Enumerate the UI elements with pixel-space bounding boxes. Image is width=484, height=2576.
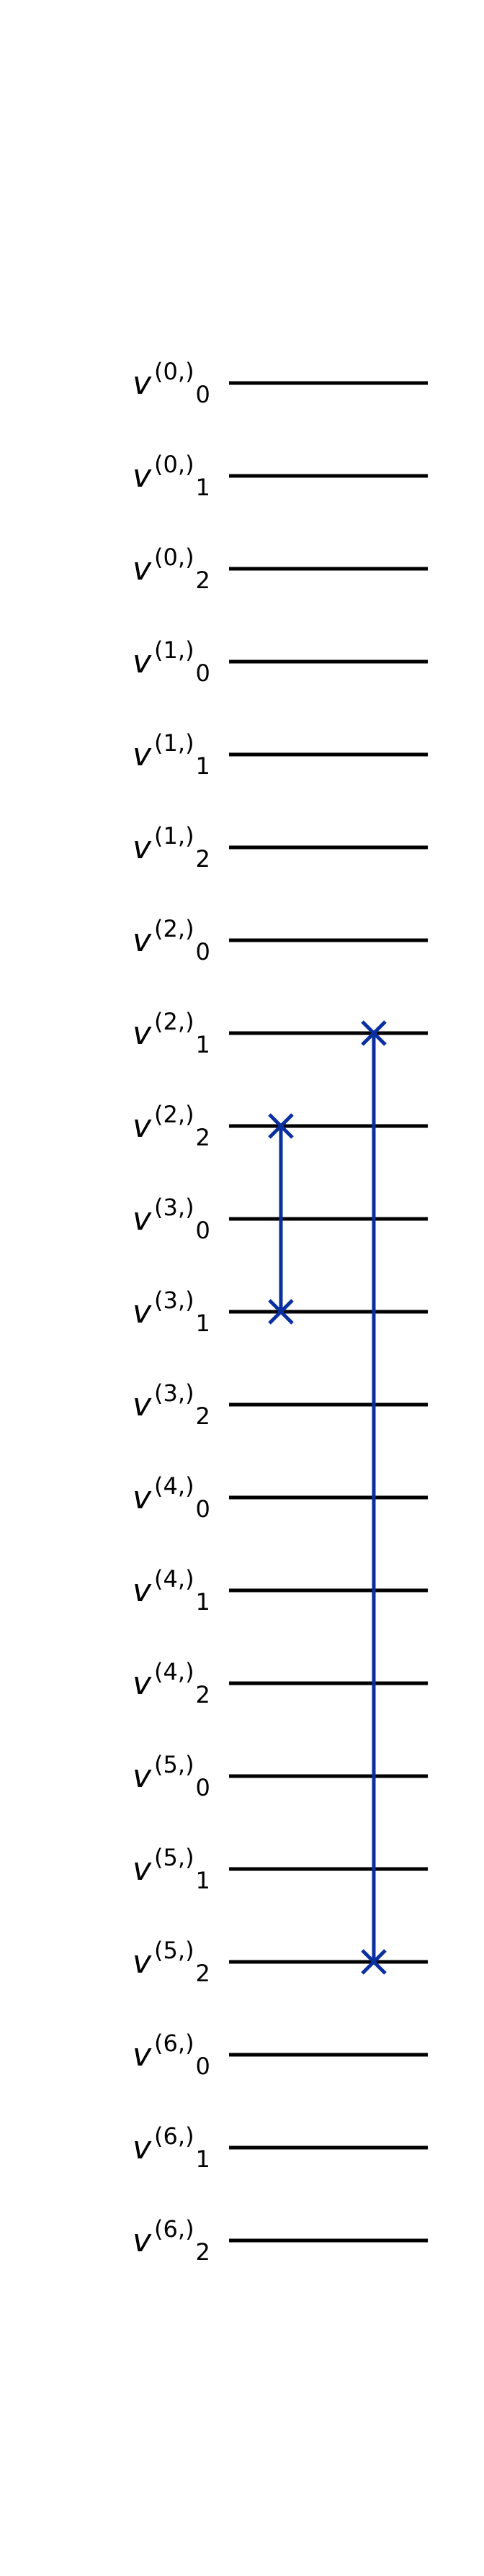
qubit-label-subscript: 0 [196,1217,210,1244]
qubit-label-base: v [133,829,152,866]
qubit-label-base: v [133,365,152,402]
qubit-label: v(3,)0 [133,1194,210,1244]
qubit-label: v(3,)1 [133,1287,210,1337]
qubit-label-subscript: 1 [196,752,210,780]
qubit-label-subscript: 2 [196,1124,210,1151]
qubit-label: v(0,)2 [133,544,210,594]
qubit-label-base: v [133,551,152,587]
qubit-label-subscript: 0 [196,381,210,408]
swap-cross-icon [361,1020,387,1046]
qubit-label-superscript: (2,) [154,915,194,942]
qubit-label-superscript: (6,) [154,2215,194,2243]
qubit-label: v(4,)1 [133,1565,210,1616]
qubit-label-subscript: 0 [196,2053,210,2080]
qubit-label-subscript: 2 [196,845,210,873]
qubit-label: v(5,)2 [133,1937,210,1987]
qubit-label-superscript: (5,) [154,1844,194,1871]
qubit-label-superscript: (4,) [154,1658,194,1685]
qubit-labels: v(0,)0v(0,)1v(0,)2v(1,)0v(1,)1v(1,)2v(2,… [133,358,210,2266]
qubit-label: v(2,)0 [133,915,210,965]
qubit-label-subscript: 1 [196,1867,210,1894]
qubit-label-base: v [133,1851,152,1888]
qubit-label-base: v [133,1665,152,1702]
qubit-label: v(1,)2 [133,822,210,873]
qubit-label: v(5,)1 [133,1844,210,1894]
qubit-label: v(3,)2 [133,1379,210,1430]
qubit-label-subscript: 1 [196,1588,210,1616]
qubit-label-base: v [133,1201,152,1238]
qubit-label: v(0,)0 [133,358,210,408]
qubit-label-base: v [133,644,152,680]
qubit-label-superscript: (3,) [154,1287,194,1314]
qubit-label-superscript: (6,) [154,2030,194,2057]
qubit-label-base: v [133,458,152,495]
qubit-label-base: v [133,2130,152,2166]
swap-gate [268,1113,294,1325]
qubit-label: v(1,)1 [133,729,210,780]
qubit-label-superscript: (3,) [154,1379,194,1407]
qubit-label-subscript: 2 [196,567,210,594]
qubit-label-base: v [133,1108,152,1145]
swap-cross-icon [268,1299,294,1325]
qubit-label-base: v [133,1572,152,1609]
qubit-label-superscript: (4,) [154,1565,194,1593]
qubit-label-superscript: (0,) [154,451,194,478]
qubit-label: v(6,)1 [133,2122,210,2173]
gates [268,1020,387,1975]
qubit-label-superscript: (1,) [154,822,194,850]
qubit-label-subscript: 0 [196,659,210,687]
qubit-label-subscript: 1 [196,1031,210,1058]
qubit-label: v(2,)1 [133,1008,210,1058]
swap-cross-icon [361,1949,387,1975]
qubit-label-superscript: (0,) [154,358,194,385]
qubit-label: v(5,)0 [133,1751,210,1801]
qubit-label-base: v [133,1015,152,1052]
qubit-label-superscript: (3,) [154,1194,194,1221]
qubit-label-superscript: (1,) [154,729,194,757]
qubit-wires [229,381,428,2243]
qubit-label-superscript: (5,) [154,1937,194,1964]
qubit-label-superscript: (5,) [154,1751,194,1778]
qubit-label-superscript: (1,) [154,636,194,664]
qubit-label-subscript: 0 [196,1774,210,1801]
qubit-label: v(0,)1 [133,451,210,501]
qubit-label-superscript: (6,) [154,2122,194,2150]
qubit-label-subscript: 0 [196,938,210,965]
qubit-label-base: v [133,1944,152,1981]
qubit-label-subscript: 1 [196,1310,210,1337]
qubit-label-subscript: 2 [196,1681,210,1708]
swap-gate [361,1020,387,1975]
qubit-label: v(4,)0 [133,1472,210,1523]
qubit-label-base: v [133,2037,152,2073]
qubit-label: v(4,)2 [133,1658,210,1708]
qubit-label-superscript: (2,) [154,1101,194,1128]
swap-cross-icon [268,1113,294,1139]
qubit-label: v(1,)0 [133,636,210,687]
qubit-label-subscript: 0 [196,1495,210,1523]
qubit-label: v(6,)2 [133,2215,210,2266]
qubit-label-subscript: 1 [196,474,210,501]
qubit-label-superscript: (2,) [154,1008,194,1035]
qubit-label-base: v [133,922,152,959]
qubit-label-base: v [133,1294,152,1330]
qubit-label-subscript: 2 [196,2238,210,2266]
qubit-label-subscript: 2 [196,1402,210,1430]
qubit-label-base: v [133,1758,152,1795]
qubit-label-superscript: (0,) [154,544,194,571]
qubit-label-superscript: (4,) [154,1472,194,1500]
qubit-label: v(6,)0 [133,2030,210,2080]
qubit-label-base: v [133,2223,152,2259]
qubit-label-base: v [133,1387,152,1423]
qubit-label-subscript: 2 [196,1960,210,1987]
qubit-label-subscript: 1 [196,2145,210,2173]
qubit-label-base: v [133,737,152,773]
qubit-label-base: v [133,1480,152,1516]
qubit-label: v(2,)2 [133,1101,210,1151]
